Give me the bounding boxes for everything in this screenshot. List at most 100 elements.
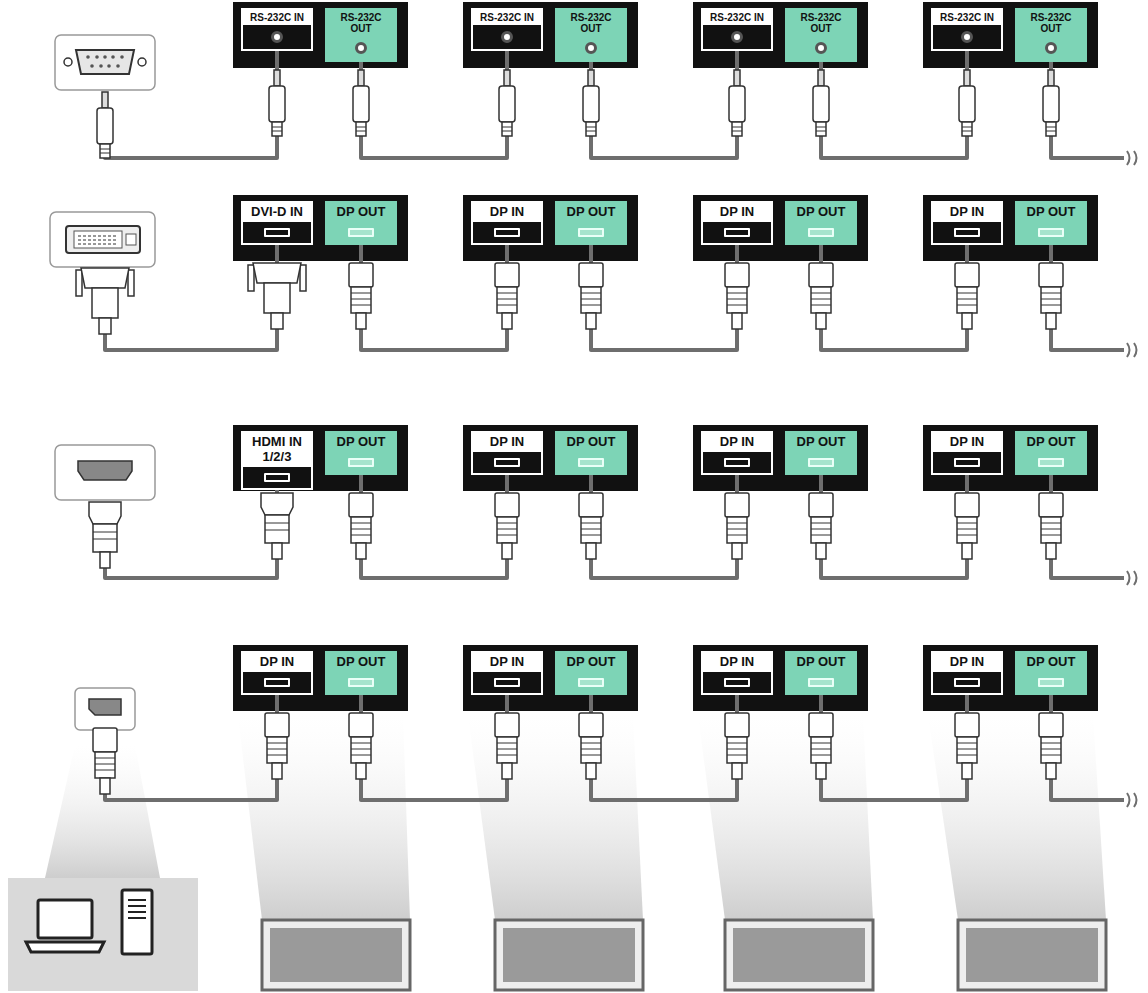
plugs: [76, 70, 1063, 794]
plug-body: [267, 737, 287, 763]
output-port: DP OUT: [555, 651, 627, 695]
grip-lines: [811, 293, 831, 305]
grip-lines: [1041, 293, 1061, 305]
plug-body: [957, 737, 977, 763]
thumb-screw: [76, 270, 82, 296]
continuation-mark: [1127, 793, 1137, 807]
strain-relief: [271, 313, 283, 329]
rear-panel: [693, 2, 868, 68]
strain-relief: [816, 763, 826, 779]
daisy-chain-cable: [591, 51, 737, 158]
screw: [138, 58, 146, 66]
continuing-cable: [1051, 62, 1124, 158]
strain-relief: [502, 122, 512, 136]
port-socket: [494, 458, 520, 467]
computer-panel: [8, 878, 198, 991]
dp-plug: [349, 713, 373, 779]
input-port: DP IN: [701, 651, 773, 695]
relief-ridges: [962, 127, 972, 131]
output-port: DP OUT: [325, 431, 397, 475]
plug-head: [495, 713, 519, 737]
rear-panel: [463, 425, 638, 491]
plug-tip: [358, 70, 364, 86]
rear-panel: [693, 645, 868, 711]
strain-relief: [502, 543, 512, 559]
rear-panel: [463, 645, 638, 711]
monitor: [958, 920, 1106, 990]
plug-body: [497, 517, 517, 543]
continuation-mark: [1127, 151, 1137, 165]
plug-body: [957, 517, 977, 543]
output-port: DP OUT: [325, 201, 397, 245]
strain-relief: [816, 313, 826, 329]
plug-body: [581, 737, 601, 763]
port-socket: [578, 458, 604, 467]
port-label: DP OUT: [787, 433, 855, 452]
strain-relief: [356, 763, 366, 779]
rear-panel: [233, 2, 408, 68]
icon-frame: [55, 445, 155, 500]
dp-plug: [725, 263, 749, 329]
jack-plug: [959, 70, 975, 136]
jack-plug: [499, 70, 515, 136]
monitor: [495, 920, 643, 990]
port-socket: [494, 678, 520, 687]
port-label: DP OUT: [1017, 203, 1085, 222]
source-cable: [105, 51, 277, 158]
port-label: DVI-D IN: [243, 203, 311, 222]
thumb-screw: [300, 265, 306, 291]
output-port: DP OUT: [785, 201, 857, 245]
rear-panel: [463, 195, 638, 261]
plug-head: [1039, 713, 1063, 737]
input-port: DP IN: [471, 431, 543, 475]
strain-relief: [1046, 543, 1056, 559]
display-panels: [233, 2, 1098, 711]
light-beam: [45, 745, 160, 878]
plug-head: [579, 263, 603, 287]
dvi-pins: [74, 231, 122, 248]
plug-head: [265, 713, 289, 737]
relief-ridges: [816, 127, 826, 131]
plug-head: [349, 263, 373, 287]
rear-panel: [923, 645, 1098, 711]
input-port: RS-232C IN: [241, 8, 313, 51]
plug-head: [955, 713, 979, 737]
plug-tip: [274, 70, 280, 86]
plug-body: [811, 287, 831, 313]
plug-tip: [588, 70, 594, 86]
port-label: RS-232C IN: [473, 10, 541, 25]
rear-panel: [923, 2, 1098, 68]
plug-body: [265, 515, 289, 543]
plug-body: [351, 287, 371, 313]
port-label: DP IN: [933, 203, 1001, 222]
input-port: DP IN: [471, 651, 543, 695]
strain-relief: [272, 543, 282, 559]
input-port: DP IN: [931, 431, 1003, 475]
port-socket: [808, 458, 834, 467]
grip-lines: [727, 743, 747, 755]
output-port: DP OUT: [325, 651, 397, 695]
monitor: [725, 920, 873, 990]
thumb-screw: [128, 270, 134, 296]
daisy-chain-cable: [821, 475, 967, 578]
port-socket: [815, 42, 827, 54]
strain-relief: [1046, 763, 1056, 779]
strain-relief: [99, 318, 111, 334]
screw: [64, 58, 72, 66]
plug-body: [1043, 86, 1059, 122]
rear-panel: [233, 425, 408, 491]
strain-relief: [732, 313, 742, 329]
plug-body: [959, 86, 975, 122]
grip-lines: [497, 293, 517, 305]
icon-frame: [75, 688, 135, 730]
dp-plug: [495, 493, 519, 559]
strain-relief: [1046, 122, 1056, 136]
strain-relief: [732, 543, 742, 559]
dp-plug: [93, 728, 117, 794]
port-socket: [724, 228, 750, 237]
port-label: DP OUT: [1017, 433, 1085, 452]
dp-plug: [579, 713, 603, 779]
plug-tip: [102, 92, 108, 108]
continuing-cable: [1051, 695, 1124, 800]
relief-ridges: [100, 149, 110, 153]
